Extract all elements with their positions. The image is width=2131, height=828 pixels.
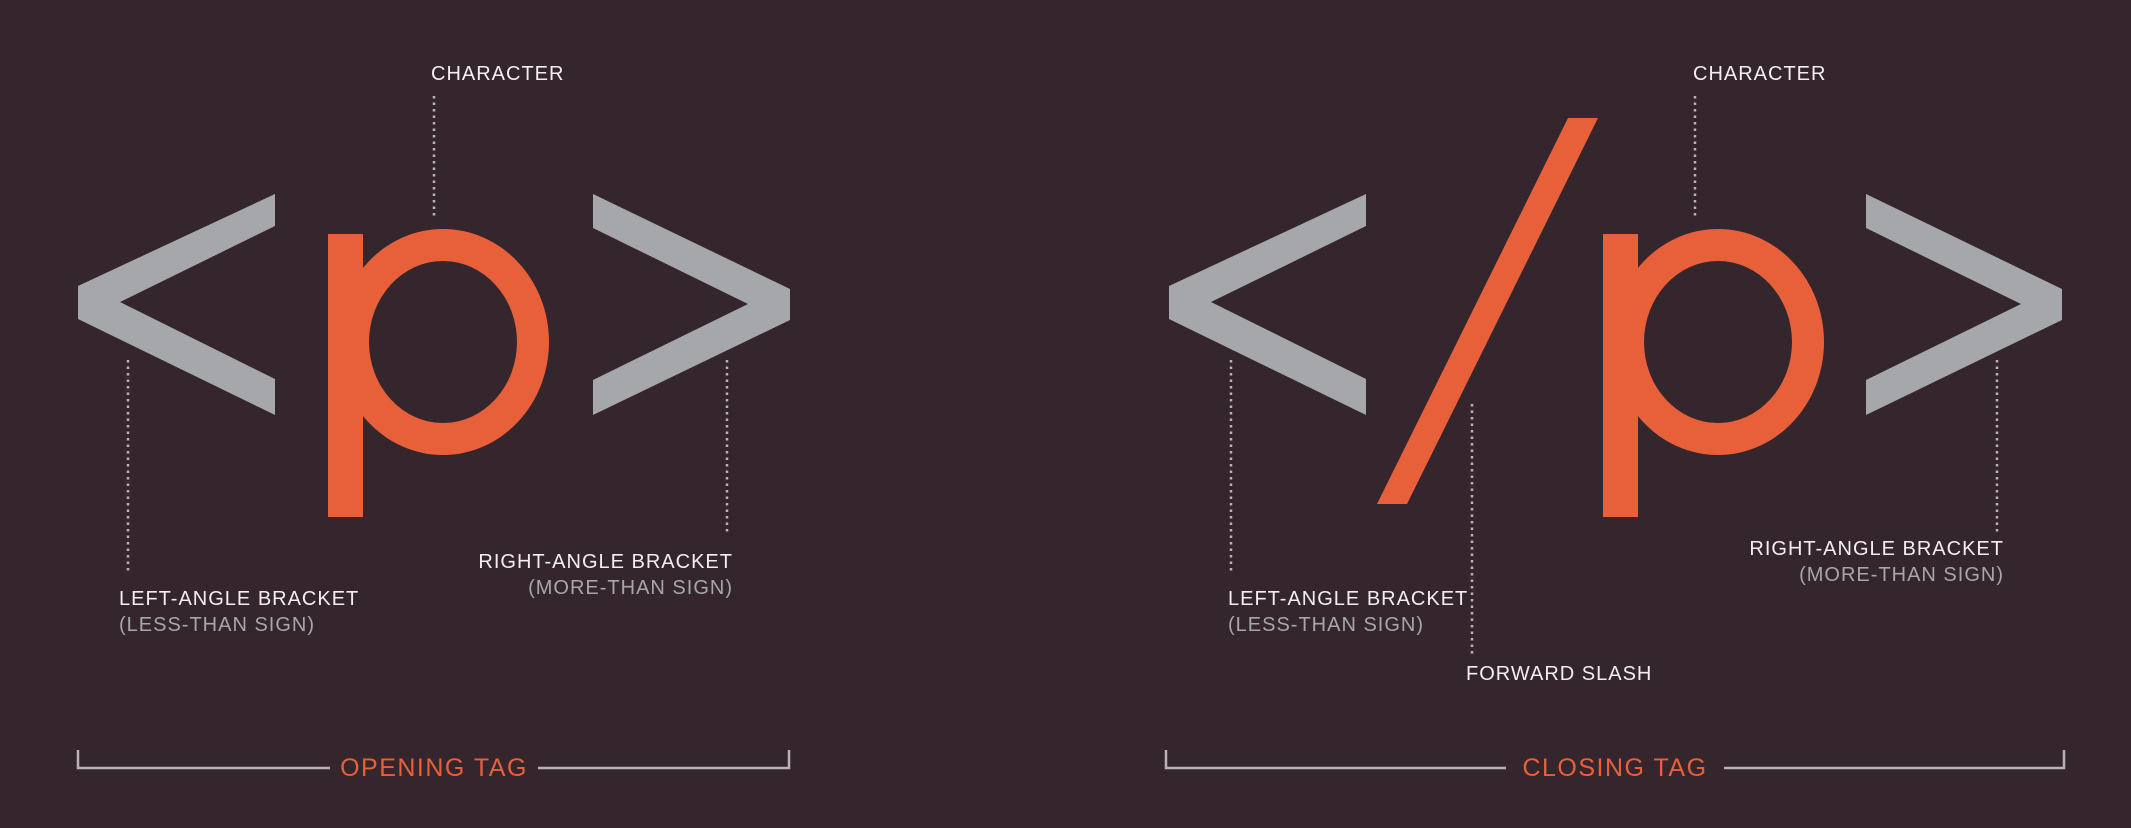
closing-right-bracket-label: RIGHT-ANGLE BRACKET (MORE-THAN SIGN)	[1749, 536, 2004, 588]
closing-forward-slash	[1377, 118, 1598, 504]
opening-right-bracket-sublabel-text: (MORE-THAN SIGN)	[528, 577, 733, 599]
closing-right-angle-bracket	[1866, 194, 2062, 415]
opening-right-angle-bracket	[593, 194, 790, 415]
closing-tag-glyphs	[1169, 118, 2062, 517]
opening-guide-lines	[126, 96, 729, 573]
closing-left-angle-bracket	[1169, 194, 1366, 415]
closing-right-bracket-sublabel-text: (MORE-THAN SIGN)	[1799, 564, 2004, 586]
opening-left-bracket-label: LEFT-ANGLE BRACKET (LESS-THAN SIGN)	[119, 586, 359, 638]
closing-forward-slash-label-text: FORWARD SLASH	[1466, 663, 1653, 685]
opening-left-bracket-sublabel-text: (LESS-THAN SIGN)	[119, 614, 316, 636]
closing-left-bracket-sublabel-text: (LESS-THAN SIGN)	[1228, 614, 1425, 636]
opening-left-angle-bracket	[78, 194, 275, 415]
opening-tag-glyphs	[78, 194, 790, 517]
closing-character-label-text: CHARACTER	[1693, 63, 1827, 85]
opening-tag-bracket-line	[76, 750, 791, 770]
closing-left-bracket-label: LEFT-ANGLE BRACKET (LESS-THAN SIGN)	[1228, 586, 1468, 638]
opening-right-bracket-label-text: RIGHT-ANGLE BRACKET	[478, 551, 733, 573]
closing-right-bracket-label-text: RIGHT-ANGLE BRACKET	[1749, 538, 2004, 560]
closing-tag-bracket-line	[1164, 750, 2066, 770]
closing-p-character	[1603, 229, 1824, 517]
closing-character-label: CHARACTER	[1693, 61, 1826, 87]
closing-forward-slash-label: FORWARD SLASH	[1466, 661, 1652, 687]
opening-right-bracket-label: RIGHT-ANGLE BRACKET (MORE-THAN SIGN)	[478, 549, 733, 601]
closing-left-bracket-label-text: LEFT-ANGLE BRACKET	[1228, 588, 1469, 610]
opening-left-bracket-label-text: LEFT-ANGLE BRACKET	[119, 588, 360, 610]
opening-character-label-text: CHARACTER	[431, 63, 565, 85]
opening-tag-title: OPENING TAG	[340, 754, 528, 782]
opening-p-character	[328, 229, 549, 517]
closing-tag-title: CLOSING TAG	[1522, 754, 1708, 782]
opening-character-label: CHARACTER	[431, 61, 564, 87]
closing-guide-lines	[1229, 96, 1999, 655]
